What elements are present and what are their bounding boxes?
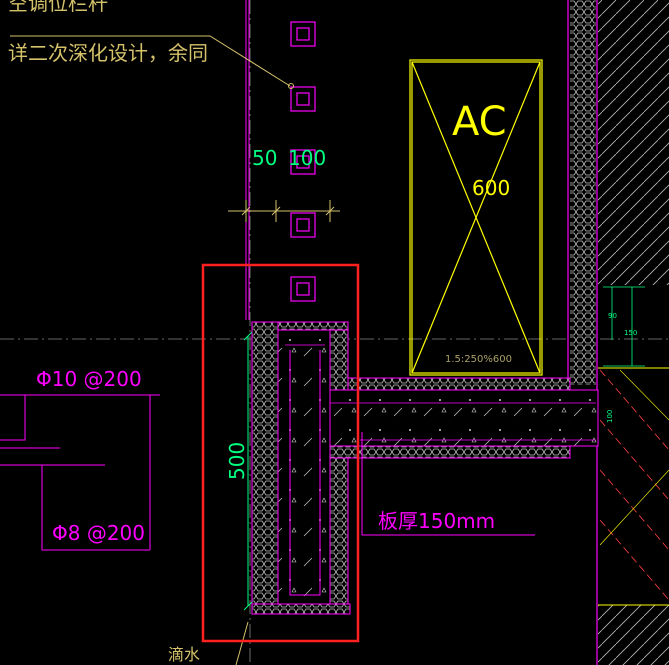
- drain-leader: [235, 621, 249, 665]
- dimension-150-label: 150: [624, 329, 637, 337]
- ac-label: AC: [452, 99, 507, 145]
- slab-thickness-label: 板厚150mm: [378, 509, 495, 533]
- dimension-100-label: 100: [288, 146, 326, 170]
- rebar-top-label: Φ10 @200: [36, 367, 142, 391]
- dimension-cnt-label: 100: [606, 410, 614, 423]
- slab-thickness-leader: [361, 432, 535, 536]
- floor-slab[interactable]: [290, 377, 599, 459]
- right-wall: [567, 0, 669, 665]
- railing-posts: [290, 21, 316, 302]
- rebar-leaders: [0, 394, 160, 551]
- right-lower-hatch: [598, 367, 669, 606]
- dimension-500: [243, 331, 253, 611]
- dimension-500-label: 500: [225, 442, 249, 480]
- platform-ledge[interactable]: [251, 321, 351, 615]
- right-dimensions: [603, 286, 645, 367]
- note-leader: [10, 35, 294, 89]
- note-line1: 空调位栏杆: [8, 0, 108, 15]
- ac-size-label: 600: [472, 176, 510, 200]
- dimension-50-label: 50: [252, 146, 277, 170]
- dimension-50-100: [228, 200, 340, 222]
- ac-unit-box[interactable]: [409, 59, 543, 376]
- note-line2: 详二次深化设计，余同: [8, 41, 208, 65]
- rebar-bottom-label: Φ8 @200: [52, 521, 145, 545]
- selection-highlight[interactable]: [201, 263, 360, 643]
- dimension-90-label: 90: [608, 312, 617, 320]
- drain-label: 滴水: [168, 645, 200, 664]
- left-wall-lines: [245, 0, 250, 320]
- ac-note: 1.5:250%600: [445, 354, 512, 365]
